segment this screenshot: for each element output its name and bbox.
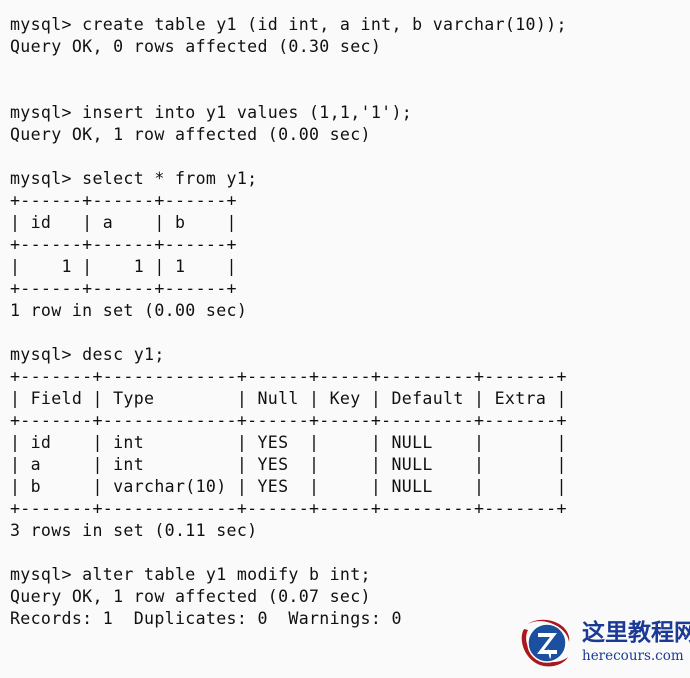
terminal-line: mysql> select * from y1; <box>10 169 258 188</box>
terminal-line: | b | varchar(10) | YES | | NULL | | <box>10 477 567 496</box>
terminal-line: +------+------+------+ <box>10 191 237 210</box>
terminal-line: +------+------+------+ <box>10 279 237 298</box>
terminal-line: Query OK, 1 row affected (0.00 sec) <box>10 125 371 144</box>
terminal-line: | Field | Type | Null | Key | Default | … <box>10 389 567 408</box>
terminal-line: mysql> alter table y1 modify b int; <box>10 565 371 584</box>
terminal-line: 3 rows in set (0.11 sec) <box>10 521 258 540</box>
terminal-line: | id | int | YES | | NULL | | <box>10 433 567 452</box>
terminal-line <box>10 542 690 564</box>
terminal-line: +-------+-------------+------+-----+----… <box>10 411 567 430</box>
terminal-output: mysql> create table y1 (id int, a int, b… <box>10 14 690 630</box>
terminal-line: +-------+-------------+------+-----+----… <box>10 499 567 518</box>
terminal-line: Query OK, 1 row affected (0.07 sec) <box>10 587 371 606</box>
terminal-line: +------+------+------+ <box>10 235 237 254</box>
terminal-line <box>10 58 690 80</box>
terminal-line: mysql> create table y1 (id int, a int, b… <box>10 15 567 34</box>
terminal-line: 1 row in set (0.00 sec) <box>10 301 248 320</box>
terminal-line: +-------+-------------+------+-----+----… <box>10 367 567 386</box>
terminal-line: | a | int | YES | | NULL | | <box>10 455 567 474</box>
terminal-line: | 1 | 1 | 1 | <box>10 257 237 276</box>
terminal-line: Records: 1 Duplicates: 0 Warnings: 0 <box>10 609 402 628</box>
terminal-line <box>10 80 690 102</box>
terminal-line <box>10 322 690 344</box>
terminal-line <box>10 146 690 168</box>
terminal-line: | id | a | b | <box>10 213 237 232</box>
terminal-line: mysql> desc y1; <box>10 345 165 364</box>
terminal-line: mysql> insert into y1 values (1,1,'1'); <box>10 103 413 122</box>
terminal-line: Query OK, 0 rows affected (0.30 sec) <box>10 37 382 56</box>
